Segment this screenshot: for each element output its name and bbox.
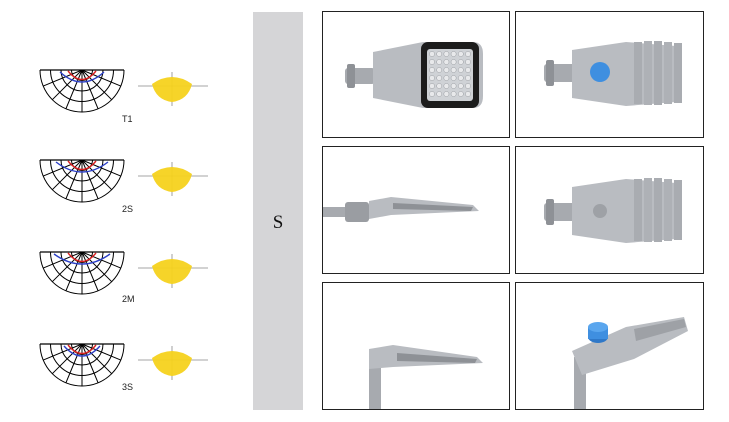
distribution-row-3s: 3S [38, 342, 218, 422]
polar-diagram [39, 343, 125, 387]
product-image-bottom-view [322, 11, 510, 138]
polar-diagram [39, 251, 125, 295]
product-image-top-view-sensor [515, 11, 704, 138]
distribution-label: 2S [122, 204, 134, 214]
distribution-row-2m: 2M [38, 250, 218, 330]
distribution-label: T1 [122, 114, 133, 124]
series-letter: S [272, 212, 284, 233]
beam-pattern [138, 254, 208, 288]
beam-pattern [138, 346, 208, 380]
series-band: S [253, 12, 303, 410]
distribution-label: 2M [122, 294, 135, 304]
beam-pattern [138, 72, 208, 106]
product-image-perspective-sensor [515, 282, 704, 410]
distribution-label: 3S [122, 382, 134, 392]
distribution-row-t1: T1 [38, 68, 218, 148]
product-image-side-view-pole [322, 282, 510, 410]
product-image-side-view [322, 146, 510, 274]
beam-pattern [138, 162, 208, 196]
polar-diagram [39, 69, 125, 113]
polar-diagram [39, 159, 125, 203]
distribution-row-2s: 2S [38, 158, 218, 238]
product-image-top-view [515, 146, 704, 274]
